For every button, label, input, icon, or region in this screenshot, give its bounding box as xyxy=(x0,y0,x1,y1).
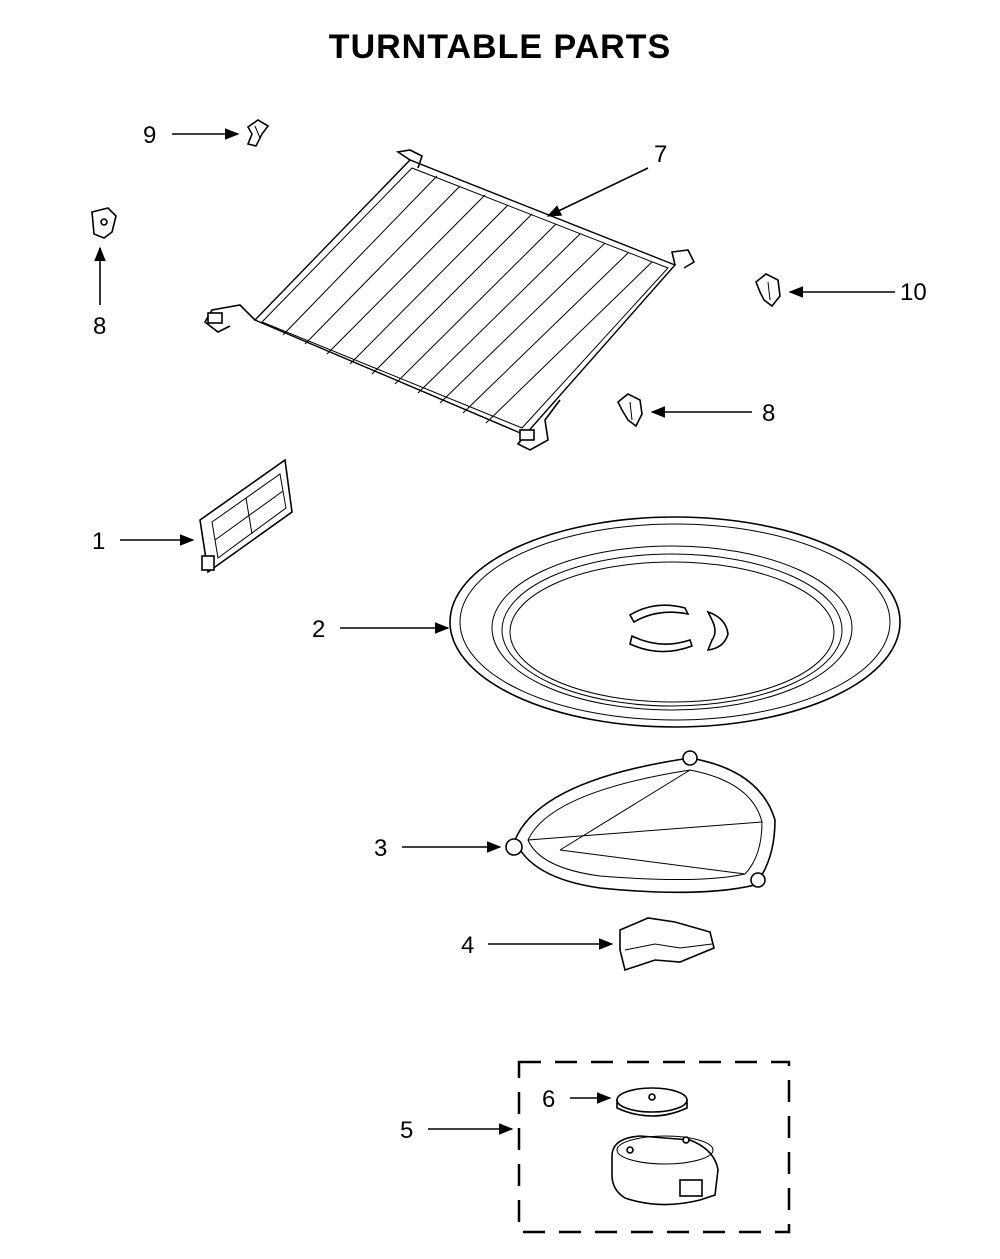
roller-ring-part-3 xyxy=(505,750,776,894)
glass-tray-part-2 xyxy=(449,516,901,728)
callout-10: 10 xyxy=(900,279,927,306)
callout-9: 9 xyxy=(143,122,156,149)
clip-part-9 xyxy=(246,119,270,147)
callout-3: 3 xyxy=(374,835,387,862)
callout-1: 1 xyxy=(92,528,105,555)
diagram-title: TURNTABLE PARTS xyxy=(328,28,672,66)
clip-part-10 xyxy=(755,273,781,308)
callout-4: 4 xyxy=(461,932,474,959)
callout-8-right: 8 xyxy=(762,400,775,427)
cover-part-1 xyxy=(199,458,293,574)
callout-2: 2 xyxy=(312,616,325,643)
motor-kit-box-part-5 xyxy=(517,1060,791,1234)
wire-rack-part-7 xyxy=(203,149,696,451)
leader-lines xyxy=(94,128,895,1135)
clip-part-8-left xyxy=(91,207,117,239)
drive-disk-part-6 xyxy=(616,1087,688,1117)
coupler-part-4 xyxy=(619,917,715,972)
clip-part-8-right xyxy=(616,393,643,428)
callout-5: 5 xyxy=(400,1117,413,1144)
callout-8-left: 8 xyxy=(93,313,106,340)
callout-7: 7 xyxy=(654,141,667,168)
callout-6: 6 xyxy=(542,1086,555,1113)
motor-part xyxy=(611,1135,719,1206)
